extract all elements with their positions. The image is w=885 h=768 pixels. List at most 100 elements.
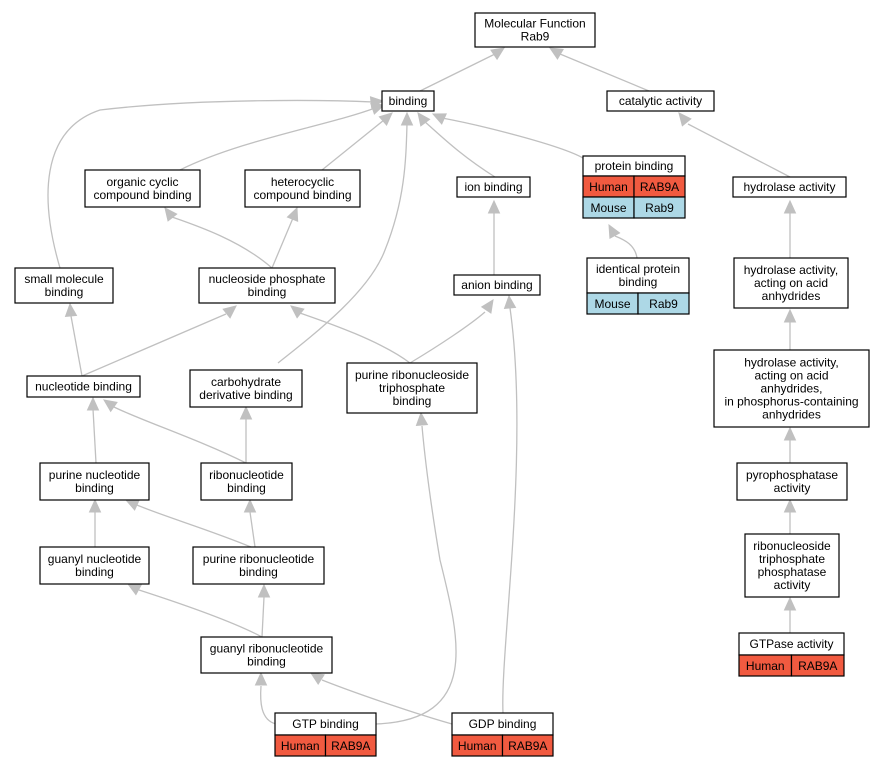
gene-label: Rab9 [649,297,678,311]
edges [47,47,797,725]
node-label: hydrolase activity [743,180,835,194]
go-term-node-binding[interactable]: binding [381,90,435,112]
go-term-node-catalytic-activity[interactable]: catalytic activity [606,90,715,112]
node-label: in phosphorus-containing [724,395,858,409]
node-box [744,533,840,598]
node-label: anion binding [461,278,532,292]
arrowhead-icon [369,96,385,109]
go-term-node-ribonucleoside-triphosphate-phosphatase[interactable]: ribonucleosidetriphosphatephosphataseact… [744,533,840,598]
go-term-node-ion-binding[interactable]: ion binding [456,176,531,198]
go-term-node-hydrolase-phosphorus[interactable]: hydrolase activity,acting on acidanhydri… [713,349,870,428]
edge-line [47,99,375,269]
node-box [453,274,541,296]
node-label: small molecule [24,272,104,286]
node-label: binding [75,481,114,495]
node-label: GTP binding [292,717,359,731]
node-label: identical protein [596,262,680,276]
node-label: binding [393,394,432,408]
node-box [192,546,325,585]
node-label: binding [248,285,287,299]
species-label: Human [589,180,628,194]
node-label: binding [239,565,278,579]
arrowhead-icon [783,308,797,323]
node-label: triphosphate [379,381,445,395]
node-label: compound binding [93,188,191,202]
node-label: hydrolase activity, [744,263,838,277]
node-label: acting on acid [754,369,828,383]
gene-label: RAB9A [508,739,547,753]
arrowhead-icon [239,405,253,420]
node-label: triphosphate [759,552,825,566]
node-label: catalytic activity [619,94,702,108]
node-box [733,257,849,309]
node-box [198,267,336,304]
node-label: derivative binding [199,388,292,402]
node-label: carbohydrate [211,375,281,389]
gene-label: Rab9 [645,201,674,215]
edge-line [260,685,277,725]
species-label: Human [281,739,320,753]
gene-cell [790,654,845,677]
node-box [346,362,478,414]
arrowhead-icon [88,498,102,513]
go-term-node-hydrolase-activity[interactable]: hydrolase activity [732,176,847,198]
node-label: anhydrides [762,408,821,422]
arrowhead-icon [548,47,564,60]
arrowhead-icon [490,47,505,61]
node-box [14,267,114,304]
edge-line [136,504,252,548]
species-label: Mouse [594,297,630,311]
arrowhead-icon [608,223,621,239]
edge-line [409,311,486,364]
node-label: binding [619,275,658,289]
arrowhead-icon [86,396,100,411]
arrowhead-icon [783,426,797,441]
arrowhead-icon [378,112,393,126]
arrowhead-icon [124,499,140,511]
node-box [26,375,141,398]
node-box [200,636,333,674]
node-box [39,546,150,585]
edge-line [70,315,83,377]
edge-line [138,589,263,638]
arrowhead-icon [257,583,271,598]
edge-line [441,117,584,159]
gene-label: RAB9A [798,659,837,673]
arrowhead-icon [103,399,118,413]
node-label: nucleotide binding [35,380,132,394]
edge-line [687,123,791,178]
node-label: anhydrides [762,289,821,303]
node-label: nucleoside phosphate [209,272,326,286]
go-term-node-hydrolase-acid-anhydrides[interactable]: hydrolase activity,acting on acidanhydri… [733,257,849,309]
node-label: pyrophosphatase [746,468,838,482]
species-label: Human [458,739,497,753]
species-label: Mouse [590,201,626,215]
go-term-node-nucleotide-binding[interactable]: nucleotide binding [26,375,141,398]
node-label: purine nucleotide [49,468,141,482]
edge-line [321,119,385,171]
node-label: heterocyclic [271,175,334,189]
go-term-node-anion-binding[interactable]: anion binding [453,274,541,296]
arrowhead-icon [164,207,178,222]
node-label: binding [45,285,84,299]
node-label: ribonucleotide [209,468,284,482]
